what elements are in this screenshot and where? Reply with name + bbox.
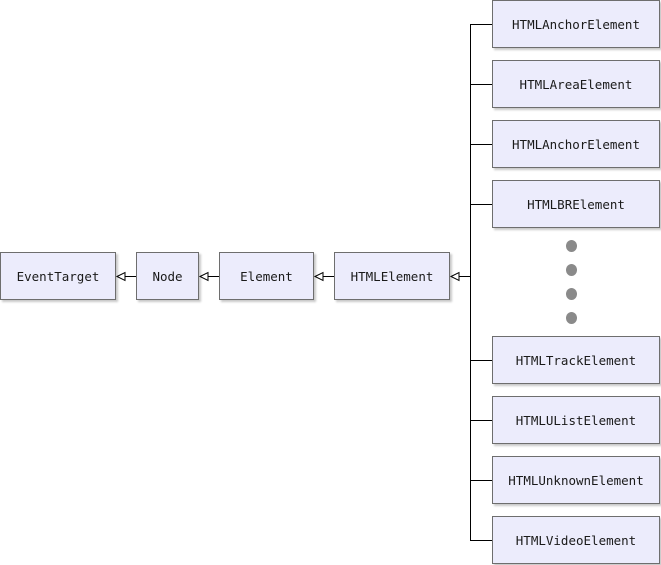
- inheritance-arrowhead: [115, 271, 126, 282]
- class-box-element: Element: [219, 252, 314, 300]
- class-box-html-element: HTMLElement: [334, 252, 450, 300]
- class-box-event-target: EventTarget: [0, 252, 116, 300]
- class-box-node: Node: [136, 252, 199, 300]
- subclass-box: HTMLBRElement: [492, 180, 660, 228]
- ellipsis-dot: [566, 264, 577, 276]
- inheritance-arrowhead: [198, 271, 209, 282]
- subclass-box: HTMLVideoElement: [492, 516, 660, 564]
- inheritance-arrowhead: [449, 271, 460, 282]
- subclass-box: HTMLTrackElement: [492, 336, 660, 384]
- inheritance-arrowhead: [313, 271, 324, 282]
- subclass-box: HTMLAreaElement: [492, 60, 660, 108]
- ellipsis-dot: [566, 288, 577, 300]
- subclass-box: HTMLUnknownElement: [492, 456, 660, 504]
- subclass-box: HTMLAnchorElement: [492, 120, 660, 168]
- ellipsis-dot: [566, 312, 577, 324]
- ellipsis-dot: [566, 240, 577, 252]
- subclass-box: HTMLAnchorElement: [492, 0, 660, 48]
- subclass-box: HTMLUListElement: [492, 396, 660, 444]
